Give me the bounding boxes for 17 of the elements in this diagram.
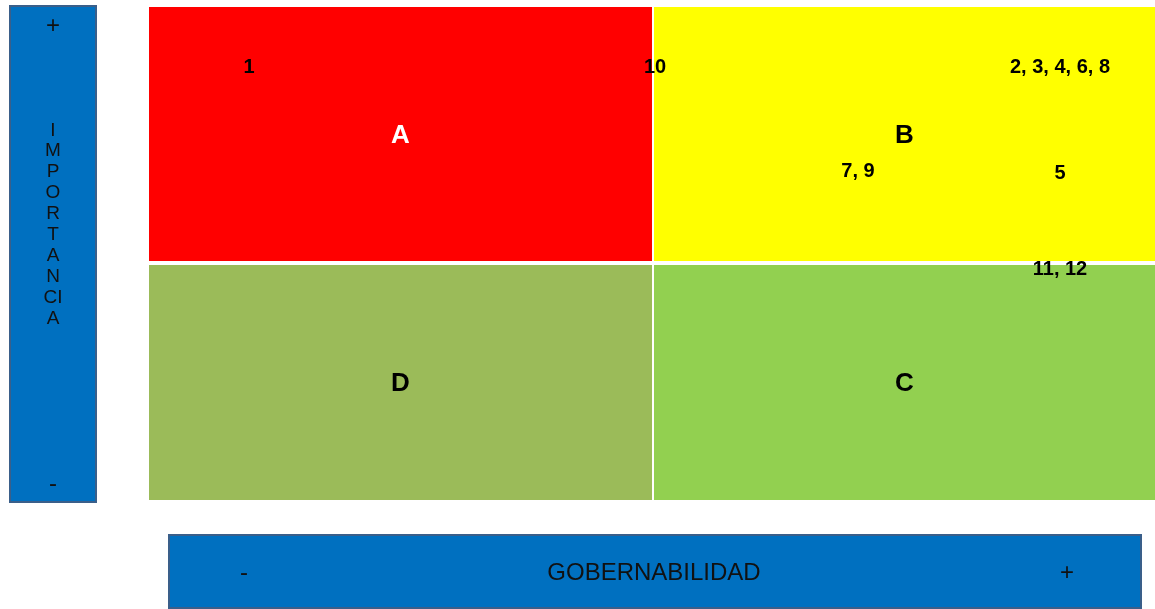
item-numbers: 1 [243,54,255,78]
axis-sign: + [46,13,60,37]
quadrant-letter: B [895,118,914,150]
axis-bar [168,534,1142,609]
axis-title: IMPORTANCIA [43,119,63,329]
axis-sign: + [1060,559,1074,584]
quadrant-letter: C [895,367,914,398]
axis-sign: - [240,559,248,584]
quadrant [149,265,652,500]
item-numbers: 7, 9 [841,158,875,182]
quadrant-letter: D [391,367,410,398]
item-numbers: 2, 3, 4, 6, 8 [1009,54,1111,78]
item-numbers: 5 [1054,160,1066,184]
axis-sign: - [49,471,57,495]
axis-title: GOBERNABILIDAD [547,557,761,586]
axis-bar [9,5,97,503]
quadrant-letter: A [391,118,410,150]
